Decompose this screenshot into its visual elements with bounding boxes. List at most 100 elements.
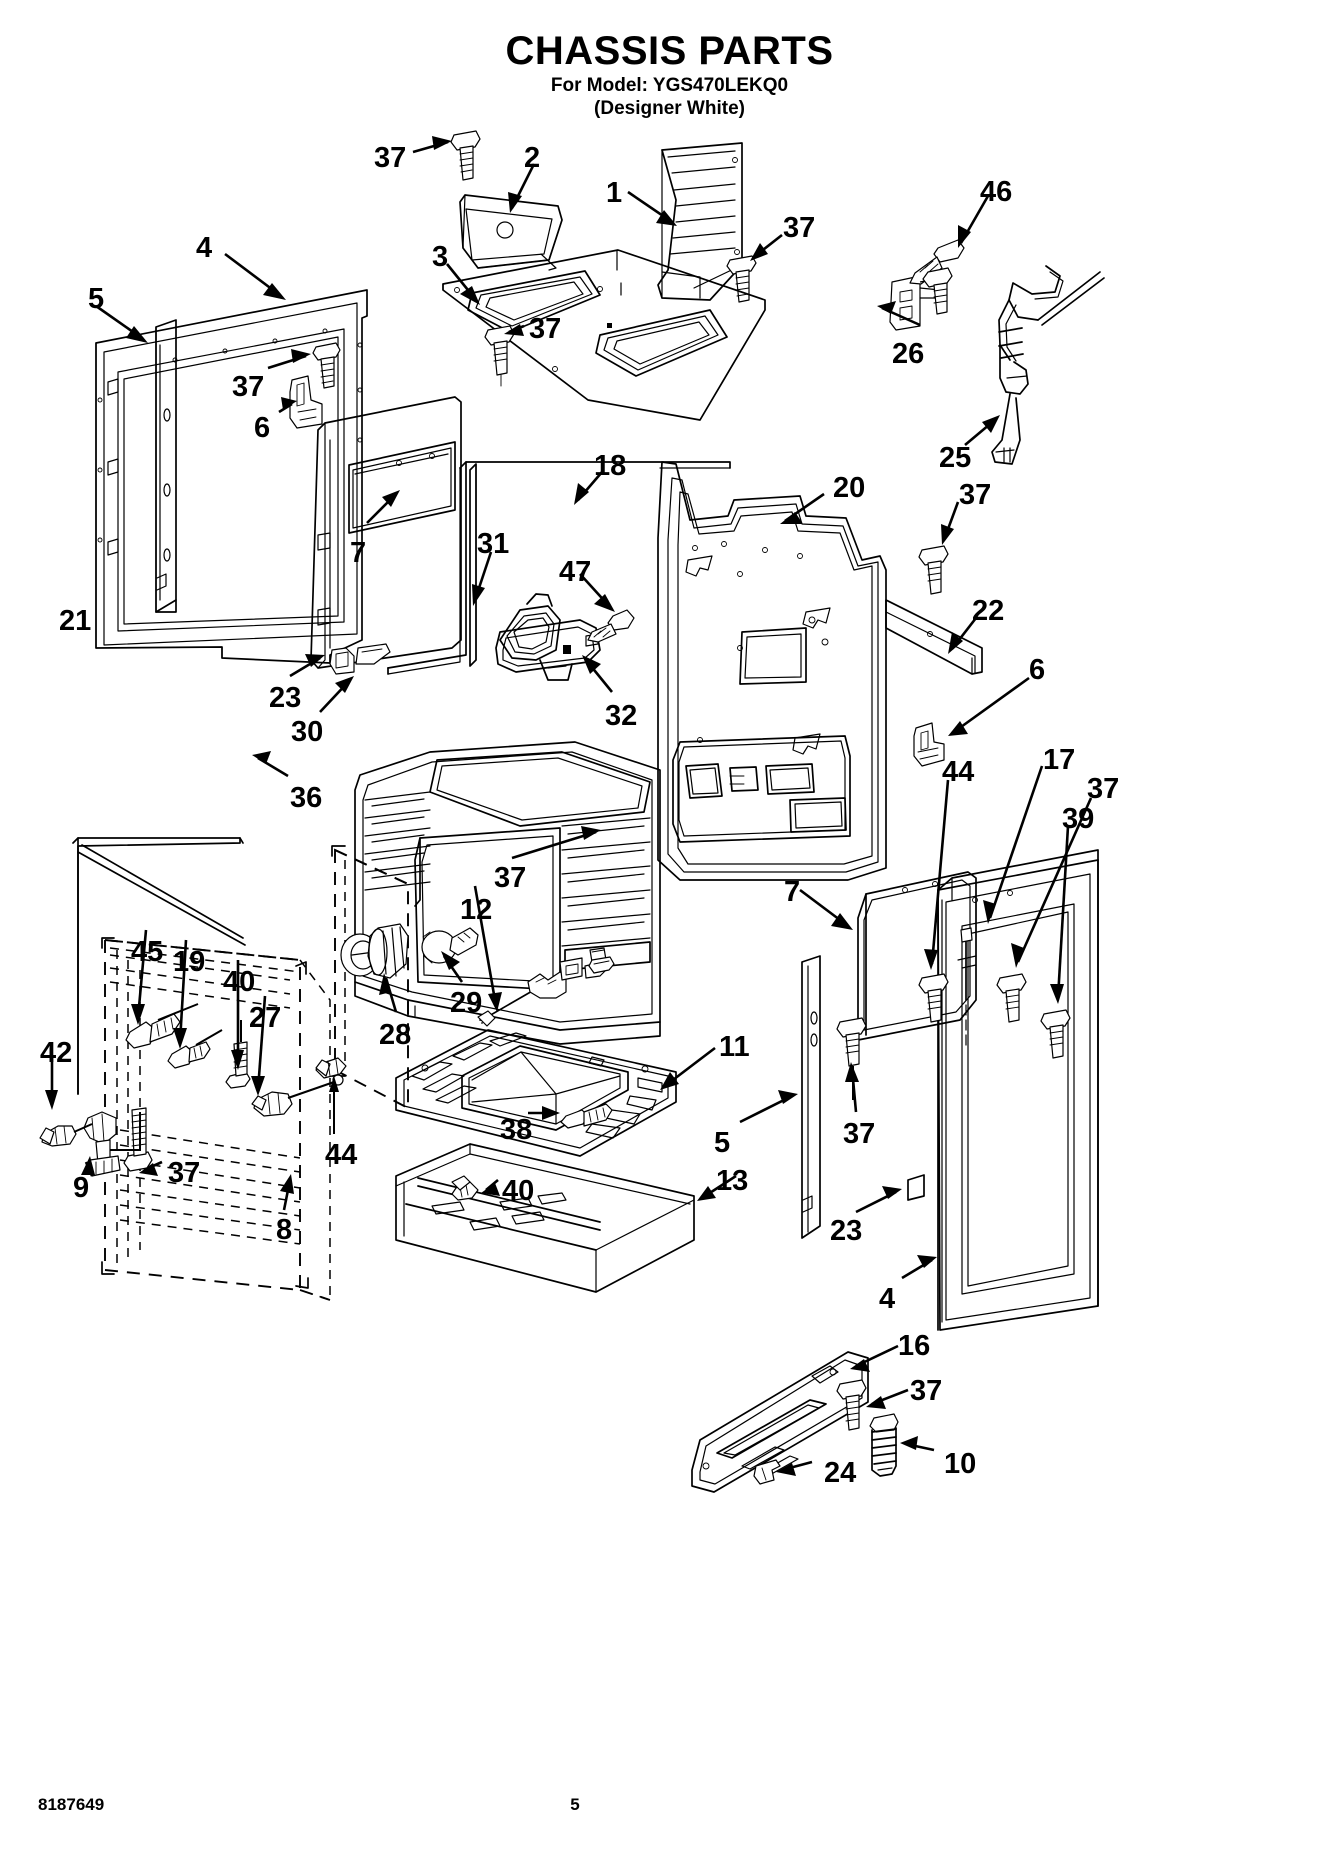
part-32-valve-assembly xyxy=(495,593,635,681)
callout-3: 3 xyxy=(432,241,449,273)
callout-31: 31 xyxy=(477,528,510,560)
callout-29: 29 xyxy=(450,987,483,1019)
callout-37: 37 xyxy=(910,1375,943,1407)
part-7-right-inner-panel xyxy=(857,871,977,1041)
callout-5: 5 xyxy=(88,283,105,315)
callout-12: 12 xyxy=(460,894,493,926)
part-4-right-side-panel xyxy=(937,849,1099,1331)
part-2-bracket xyxy=(459,194,563,271)
part-23-30-brackets xyxy=(329,643,391,675)
callout-16: 16 xyxy=(898,1330,931,1362)
document-number: 8187649 xyxy=(38,1795,105,1814)
color-line: (Designer White) xyxy=(594,97,745,119)
callout-37: 37 xyxy=(783,212,816,244)
screw-37-left-panel xyxy=(312,342,341,389)
screw-37-right-upper xyxy=(996,973,1027,1023)
part-31-rail xyxy=(469,463,477,667)
callout-44: 44 xyxy=(325,1139,358,1171)
part-11-grate xyxy=(395,1029,677,1157)
callout-40: 40 xyxy=(502,1175,535,1207)
screw-37-bottom-rail xyxy=(836,1379,867,1431)
screw-38 xyxy=(560,1103,613,1129)
callout-37: 37 xyxy=(374,142,407,174)
callout-23: 23 xyxy=(830,1215,863,1247)
part-20-rear-panel xyxy=(657,461,887,881)
callout-11: 11 xyxy=(719,1031,750,1063)
callout-24: 24 xyxy=(824,1457,857,1489)
callout-8: 8 xyxy=(276,1214,293,1246)
callout-6: 6 xyxy=(1029,654,1046,686)
callout-13: 13 xyxy=(716,1165,749,1197)
callout-30: 30 xyxy=(291,716,324,748)
callout-22: 22 xyxy=(972,595,1005,627)
callout-23: 23 xyxy=(269,682,302,714)
part-23-right xyxy=(907,1174,925,1201)
callout-5: 5 xyxy=(714,1127,731,1159)
pin-17 xyxy=(960,927,973,1046)
callout-39: 39 xyxy=(1062,803,1095,835)
callout-45: 45 xyxy=(131,936,164,968)
screw-37-right-trim xyxy=(836,1017,867,1100)
callout-25: 25 xyxy=(939,442,972,474)
callout-27: 27 xyxy=(249,1002,282,1034)
callout-4: 4 xyxy=(879,1283,896,1315)
callout-40: 40 xyxy=(223,966,256,998)
callout-21: 21 xyxy=(59,605,92,637)
leader-lines xyxy=(45,136,1093,1476)
part-5-left-trim xyxy=(155,319,177,613)
screw-27 xyxy=(251,1074,344,1117)
callout-36: 36 xyxy=(290,782,323,814)
callout-20: 20 xyxy=(833,472,866,504)
callout-10: 10 xyxy=(944,1448,977,1480)
part-7-left-inner-panel xyxy=(310,396,462,669)
screw-42 xyxy=(39,1123,93,1147)
screw-37-part2 xyxy=(450,130,481,181)
screw-39 xyxy=(1040,1009,1071,1059)
part-5-right-trim xyxy=(801,955,821,1239)
callout-7: 7 xyxy=(784,876,801,908)
callout-37: 37 xyxy=(168,1157,201,1189)
callout-28: 28 xyxy=(379,1019,412,1051)
screw-40-drawer xyxy=(451,1175,479,1201)
callout-42: 42 xyxy=(40,1037,73,1069)
page-number: 5 xyxy=(570,1795,580,1814)
part-4-left-side-panel xyxy=(95,289,368,664)
page-title: CHASSIS PARTS xyxy=(505,29,834,73)
part-28-boot xyxy=(340,923,409,979)
screw-44-right xyxy=(918,973,949,1023)
screw-19 xyxy=(167,1029,223,1069)
callout-17: 17 xyxy=(1043,744,1076,776)
screw-37-part1 xyxy=(726,255,757,303)
callout-44: 44 xyxy=(942,756,975,788)
part-13-drawer xyxy=(395,1143,695,1293)
oven-liner-center xyxy=(354,741,661,1045)
callout-6: 6 xyxy=(254,412,271,444)
part-21-wrap xyxy=(72,837,246,1095)
callout-4: 4 xyxy=(196,232,213,264)
callout-37: 37 xyxy=(843,1118,876,1150)
callout-37: 37 xyxy=(232,371,265,403)
callout-47: 47 xyxy=(559,556,592,588)
callout-26: 26 xyxy=(892,338,925,370)
screw-37-sensor xyxy=(588,956,615,974)
callout-38: 38 xyxy=(500,1114,533,1146)
part-10-spring xyxy=(869,1413,899,1477)
callout-37: 37 xyxy=(1087,773,1120,805)
callout-18: 18 xyxy=(594,450,627,482)
callout-46: 46 xyxy=(980,176,1013,208)
callout-19: 19 xyxy=(173,946,206,978)
part-18-frame xyxy=(387,461,731,675)
part-25-power-cord xyxy=(991,265,1105,465)
screw-44-left xyxy=(315,1057,347,1134)
callout-32: 32 xyxy=(605,700,638,732)
screw-37-right-of-cooktop xyxy=(919,267,953,315)
part-9-leveling-leg xyxy=(83,1111,121,1177)
part-3-cooktop xyxy=(442,249,766,421)
callout-1: 1 xyxy=(606,177,623,209)
screw-45 xyxy=(125,1003,199,1049)
callout-37: 37 xyxy=(959,479,992,511)
title-block: CHASSIS PARTS For Model: YGS470LEKQ0 (De… xyxy=(0,30,1339,120)
part-22-rear-brace xyxy=(885,599,983,675)
